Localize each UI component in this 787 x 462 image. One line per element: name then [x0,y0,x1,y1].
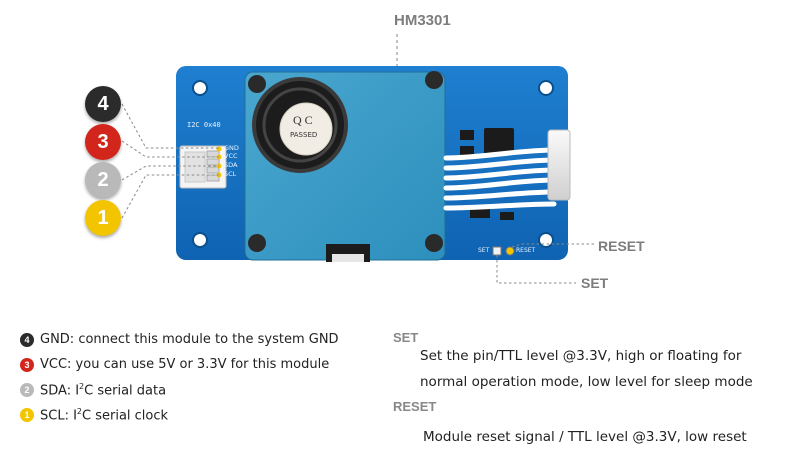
set-section-title: SET [393,330,419,345]
qc-passed-text: PASSED [290,131,318,139]
pin-leader-lines [121,103,219,219]
screws [248,71,443,252]
legend-badge-4: 4 [20,333,34,347]
pin-label-scl: SCL [224,170,237,178]
pin-badge-4: 4 [85,86,121,122]
qc-sticker [279,102,333,156]
set-pad [492,246,502,256]
legend-text-scl: SCL: I2C serial clock [40,407,169,424]
legend-badge-1: 1 [20,408,34,422]
pin-badge-1: 1 [85,200,121,236]
pin-label-vcc: VCC [224,152,238,160]
legend-badge-2: 2 [20,383,34,397]
set-pad-label: SET [478,247,490,254]
pin-badge-3: 3 [85,124,121,160]
legend-text-sda: SDA: I2C serial data [40,382,167,399]
set-reset-leaders [496,243,594,284]
pin-badge-2: 2 [85,162,121,198]
components [460,128,514,220]
pin-label-gnd: GND [224,144,239,152]
legend-text-vcc: VCC: you can use 5V or 3.3V for this mod… [40,357,330,372]
module-title: HM3301 [394,12,451,29]
set-callout: SET [581,275,609,291]
reset-description: Module reset signal / TTL level @3.3V, l… [423,429,747,445]
reset-pad [505,246,515,256]
reset-pad-label: RESET [516,247,536,254]
pin-label-sda: SDA [224,161,238,169]
reset-callout: RESET [598,238,645,254]
cable [443,147,557,211]
cable-connector [547,129,571,201]
set-description-line2: normal operation mode, low level for sle… [420,374,753,390]
legend-text-gnd: GND: connect this module to the system G… [40,332,339,347]
reset-section-title: RESET [393,399,437,414]
board-illustration [121,34,594,284]
set-description-line1: Set the pin/TTL level @3.3V, high or flo… [420,348,742,364]
connector-label: I2C 0x40 [187,121,221,129]
mounting-holes [192,80,554,248]
legend-badge-3: 3 [20,358,34,372]
qc-text: Q C [293,113,313,127]
